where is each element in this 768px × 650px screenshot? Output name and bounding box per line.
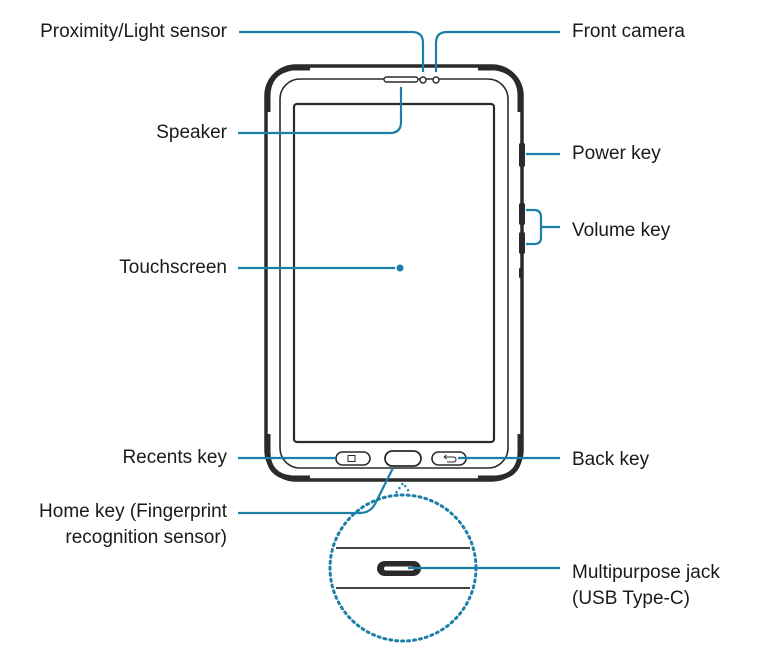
bumper-top-left: [265, 65, 310, 112]
front-camera-icon: [432, 76, 440, 84]
callout-lines: [238, 30, 560, 570]
label-back-key: Back key: [572, 449, 650, 470]
usb-c-port-inner: [384, 566, 414, 571]
side-detail: [519, 268, 523, 278]
jack-pointer: [395, 480, 411, 494]
bumper-top-right: [478, 65, 523, 112]
label-volume-key: Volume key: [572, 220, 671, 241]
label-proximity-light-sensor: Proximity/Light sensor: [40, 21, 227, 42]
callout-proximity: [239, 30, 425, 72]
label-home-key-line2: recognition sensor): [65, 527, 227, 548]
bumper-bottom-left: [265, 434, 310, 481]
label-touchscreen: Touchscreen: [119, 257, 227, 278]
tablet-inner-frame: [279, 78, 509, 469]
speaker-grille: [383, 76, 419, 83]
label-power-key: Power key: [572, 143, 661, 164]
recents-key-icon: [347, 455, 356, 462]
back-key-icon: [443, 454, 457, 463]
home-key: [384, 450, 422, 467]
callout-front-camera: [434, 30, 560, 72]
label-multipurpose-jack-line2: (USB Type-C): [572, 588, 690, 609]
callout-home: [238, 467, 394, 515]
label-front-camera: Front camera: [572, 21, 685, 42]
touchscreen-area: [292, 102, 496, 444]
proximity-sensor-icon: [419, 76, 427, 84]
label-recents-key: Recents key: [122, 447, 227, 468]
power-key: [519, 143, 525, 167]
touchscreen-point: [396, 264, 404, 272]
recents-key: [335, 451, 371, 466]
volume-key-down: [519, 232, 525, 254]
tablet-outer-frame: [264, 64, 524, 482]
tablet-body: [264, 64, 524, 482]
volume-key-up: [519, 203, 525, 225]
bumper-bottom-right: [478, 434, 523, 481]
label-home-key-line1: Home key (Fingerprint: [39, 501, 227, 522]
label-multipurpose-jack-line1: Multipurpose jack: [572, 562, 720, 583]
callout-volume-bracket: [526, 208, 543, 246]
callout-speaker: [238, 87, 403, 135]
label-speaker: Speaker: [156, 122, 227, 143]
